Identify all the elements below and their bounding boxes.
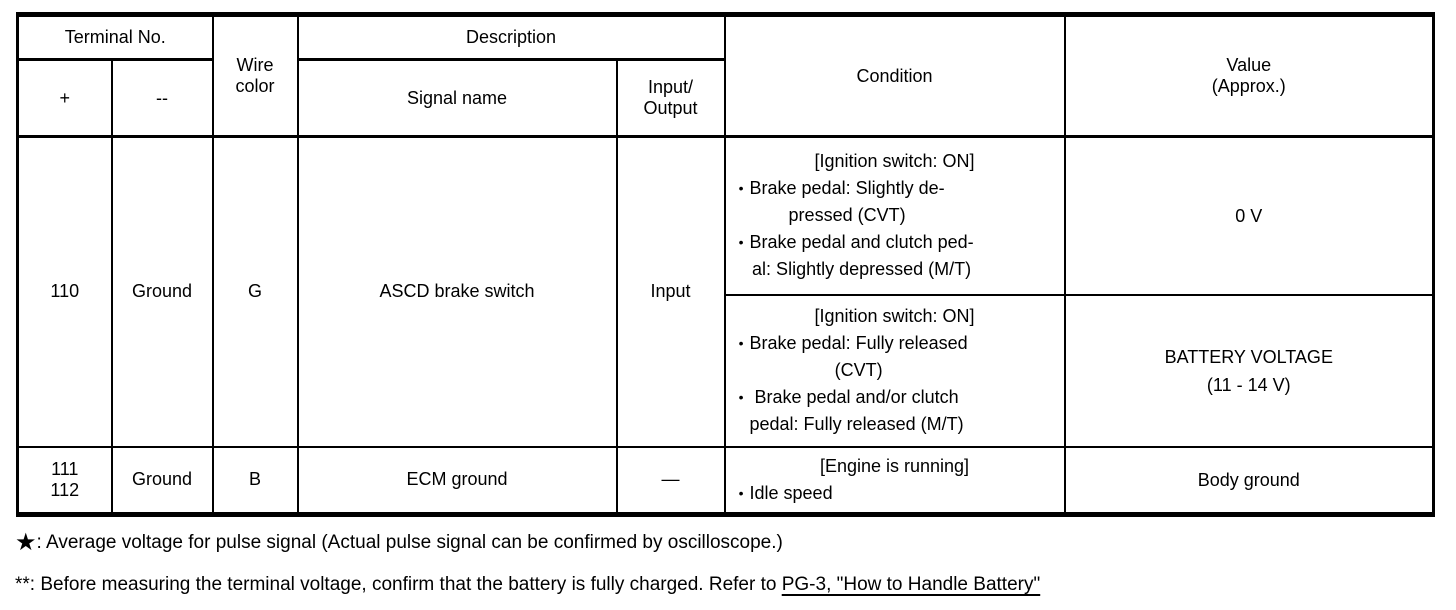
bullet-icon: • — [738, 180, 744, 197]
condition-bullet: • Brake pedal: Fully released (CVT) — [727, 330, 1063, 384]
star-icon: ★ — [15, 529, 37, 556]
col-header-terminal-no: Terminal No. — [16, 13, 214, 61]
cell-terminal-plus-110: 110 — [16, 135, 113, 448]
col-header-description: Description — [296, 13, 726, 61]
cell-input-output-110: Input — [615, 135, 726, 448]
ecm-terminal-reference-table: Terminal No. Wire color Description Cond… — [16, 12, 1436, 517]
footnote-pulse-signal: ★: Average voltage for pulse signal (Act… — [15, 528, 1445, 557]
cell-terminal-plus-111-112: 111 112 — [16, 445, 113, 516]
cell-condition-110-case-2: [Ignition switch: ON] • Brake pedal: Ful… — [723, 293, 1066, 448]
bullet-icon: • — [738, 484, 744, 501]
table-row-110-case-2: [Ignition switch: ON] • Brake pedal: Ful… — [18, 293, 1435, 448]
cell-value-111-112: Body ground — [1063, 445, 1435, 516]
footnote-text: : Before measuring the terminal voltage,… — [29, 574, 782, 595]
cell-wire-color-111-112: B — [211, 445, 299, 516]
col-header-condition: Condition — [723, 13, 1066, 138]
double-asterisk-marker: ** — [15, 574, 30, 595]
bullet-icon: • — [738, 335, 744, 351]
pg3-battery-link[interactable]: PG-3, "How to Handle Battery" — [781, 574, 1041, 595]
cell-input-output-111-112: — — [615, 445, 726, 516]
cell-value-110-case-2: BATTERY VOLTAGE (11 - 14 V) — [1063, 293, 1435, 448]
col-header-input-output: Input/ Output — [615, 58, 726, 138]
condition-header: [Engine is running] — [819, 455, 970, 476]
cell-terminal-minus-111-112: Ground — [110, 445, 214, 516]
table-row-111-112: 111 112 Ground B ECM ground — [Engine is… — [16, 445, 1435, 516]
cell-terminal-minus-110: Ground — [110, 135, 214, 448]
table-row-110-case-1: 110 Ground G ASCD brake switch Input [Ig… — [16, 135, 1435, 448]
col-header-minus: -- — [110, 58, 214, 138]
bullet-icon: • — [738, 389, 744, 405]
condition-header: [Ignition switch: ON] — [814, 306, 975, 326]
condition-header: [Ignition switch: ON] — [814, 151, 975, 172]
footnote-text: : Average voltage for pulse signal (Actu… — [36, 532, 783, 553]
col-header-value: Value (Approx.) — [1063, 13, 1435, 138]
footnote-battery: **: Before measuring the terminal voltag… — [15, 570, 1445, 599]
col-header-wire-color: Wire color — [211, 13, 299, 138]
cell-value-110-case-1: 0 V — [1063, 135, 1435, 296]
condition-bullet: • Brake pedal: Slightly de- pressed (CVT… — [727, 175, 1063, 229]
col-header-signal-name: Signal name — [296, 58, 618, 138]
cell-condition-110-case-1: [Ignition switch: ON] • Brake pedal: Sli… — [723, 135, 1066, 296]
col-header-plus: + — [16, 58, 113, 138]
footnotes: ★: Average voltage for pulse signal (Act… — [15, 528, 1445, 610]
condition-bullet: • Idle speed — [727, 480, 1063, 507]
cell-wire-color-110: G — [211, 135, 299, 448]
condition-bullet: • Brake pedal and clutch ped- al: Slight… — [727, 229, 1063, 283]
condition-bullet: • Brake pedal and/or clutch pedal: Fully… — [727, 384, 1063, 438]
cell-condition-111-112: [Engine is running] • Idle speed — [723, 445, 1066, 516]
cell-signal-name-110: ASCD brake switch — [296, 135, 618, 448]
cell-signal-name-111-112: ECM ground — [296, 445, 618, 516]
bullet-icon: • — [738, 234, 744, 251]
